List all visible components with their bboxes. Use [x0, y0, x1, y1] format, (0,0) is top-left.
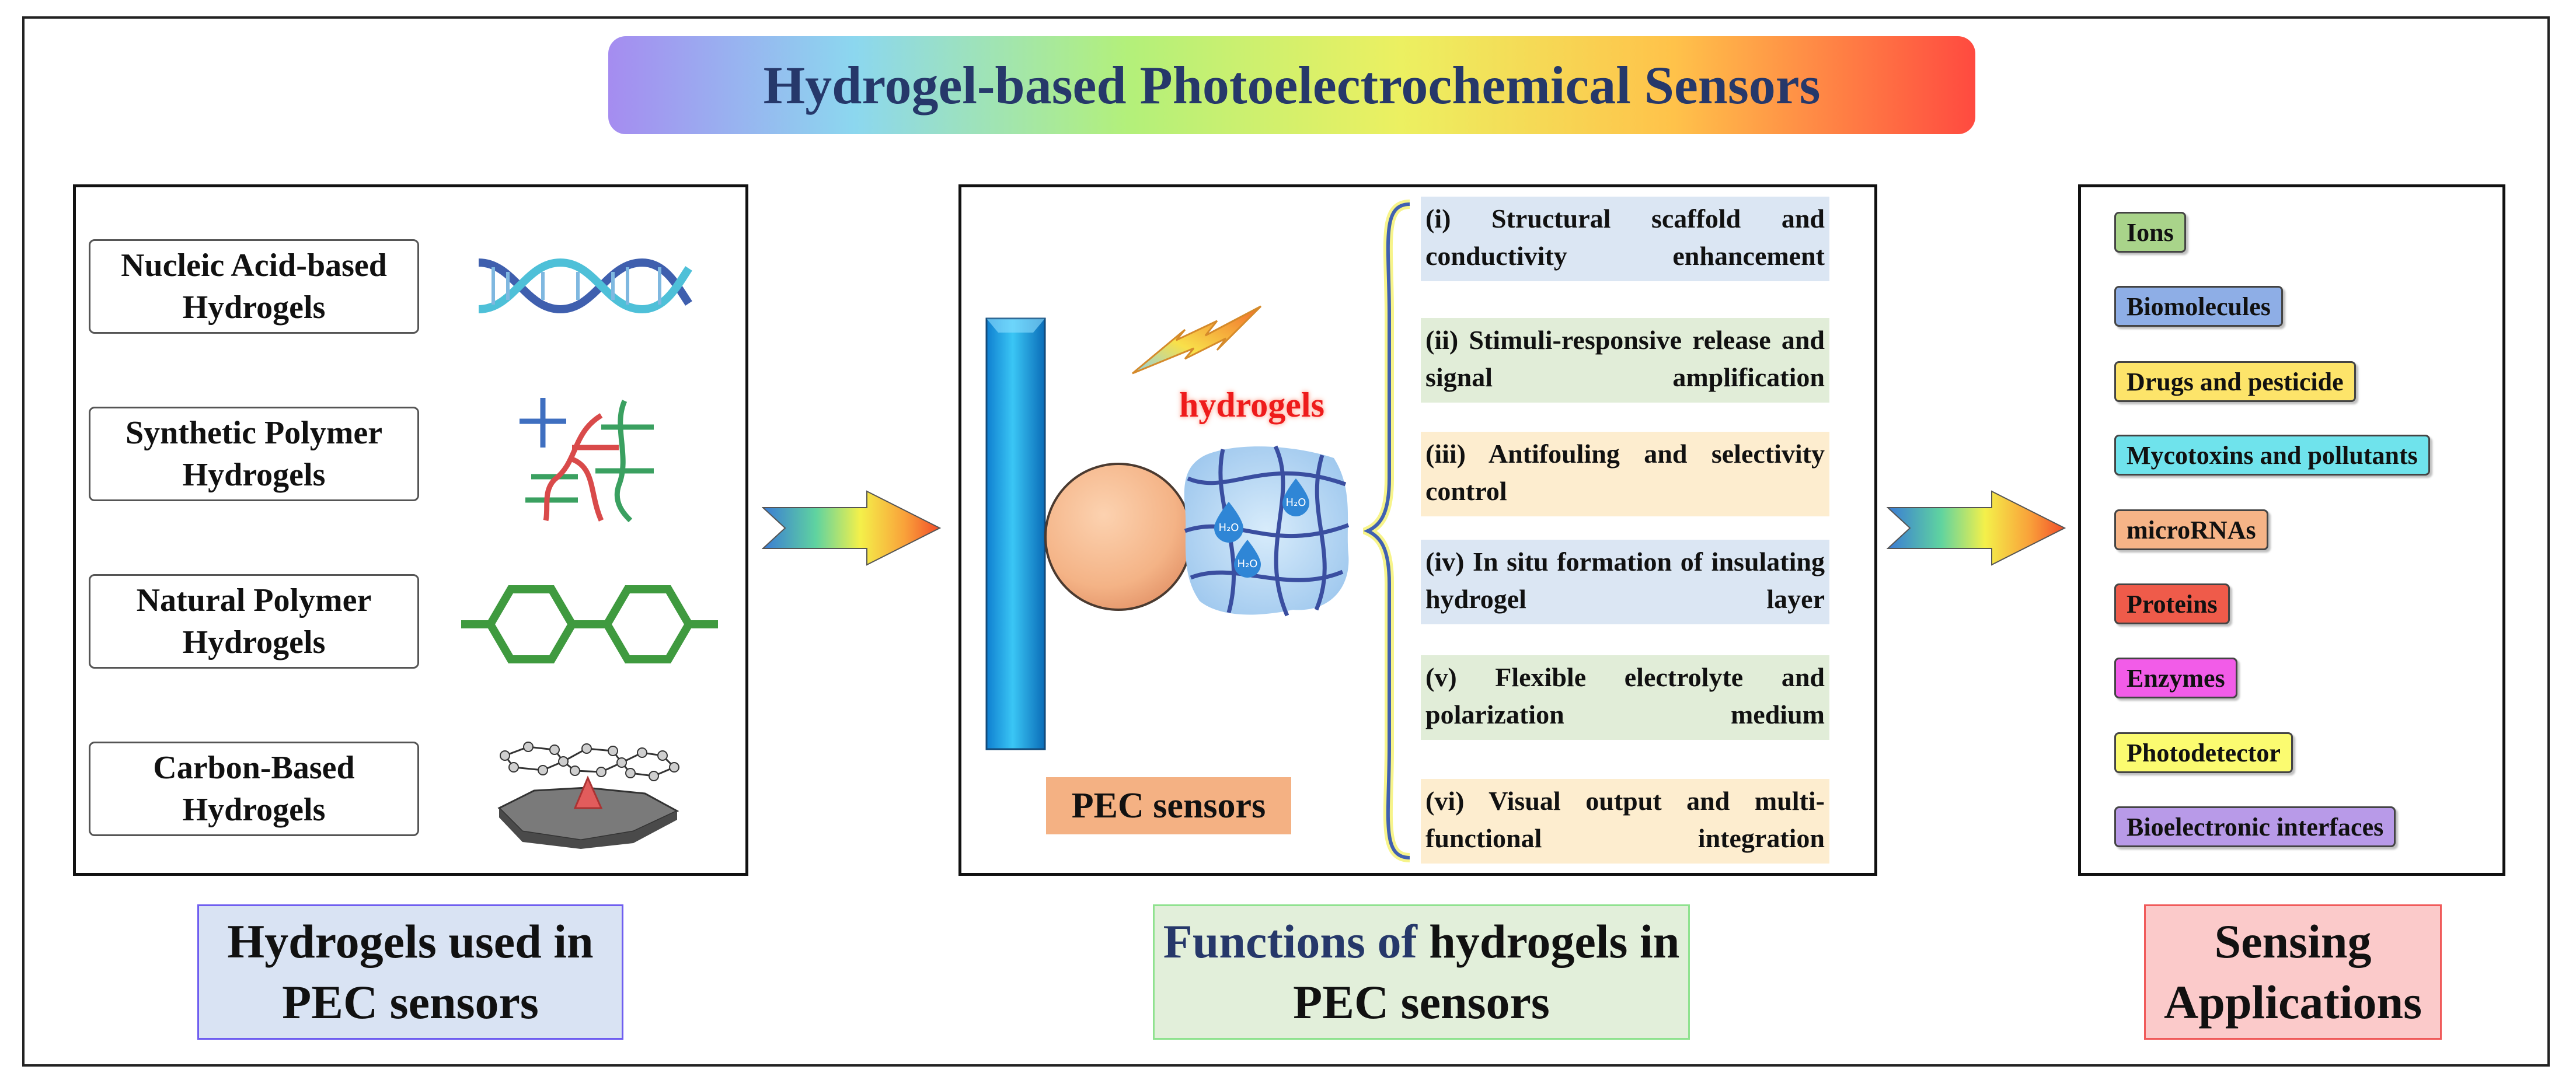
function-item: (iv) In situ formation of insulating hyd… — [1421, 540, 1829, 624]
dna-icon — [478, 258, 692, 314]
water-label: H₂O — [1219, 522, 1239, 534]
application-tag: Ions — [2114, 212, 2186, 253]
application-tag: Drugs and pesticide — [2114, 361, 2356, 402]
application-tag: Proteins — [2114, 583, 2230, 624]
function-item: (i) Structural scaffold and conductivity… — [1421, 197, 1829, 281]
hydrogel-types-panel — [73, 184, 748, 876]
gradient-arrow-icon — [762, 490, 942, 566]
curly-brace — [1363, 200, 1410, 862]
hydrogels-label: hydrogels — [1179, 386, 1324, 424]
water-label: H₂O — [1238, 558, 1258, 570]
caption-functions: Functions of hydrogels in PEC sensors — [1153, 904, 1690, 1040]
application-tag: Bioelectronic interfaces — [2114, 806, 2396, 847]
graphene-icon — [497, 742, 679, 849]
application-tag: Photodetector — [2114, 732, 2293, 773]
semiconductor-sphere — [1044, 463, 1193, 611]
hydrogel-type-label: Nucleic Acid-based Hydrogels — [89, 239, 419, 334]
hexagon-chain-icon — [461, 585, 718, 663]
function-item: (iii) Antifouling and selectivity contro… — [1421, 432, 1829, 516]
electrode-bar — [985, 317, 1046, 750]
application-tag: Biomolecules — [2114, 286, 2283, 327]
lightning-icon — [1132, 305, 1262, 375]
application-tag: microRNAs — [2114, 509, 2268, 550]
application-tag: Enzymes — [2114, 658, 2237, 698]
polymer-network-icon — [520, 398, 654, 523]
figure-frame — [22, 16, 2550, 1067]
caption-hydrogels-used: Hydrogels used in PEC sensors — [197, 904, 623, 1040]
application-tag: Mycotoxins and pollutants — [2114, 435, 2430, 476]
hydrogel-type-label: Synthetic Polymer Hydrogels — [89, 407, 419, 501]
function-item: (ii) Stimuli-responsive release and sign… — [1421, 318, 1829, 403]
title-banner: Hydrogel-based Photoelectrochemical Sens… — [608, 36, 1975, 134]
figure-title: Hydrogel-based Photoelectrochemical Sens… — [763, 55, 1821, 115]
hydrogel-type-label: Carbon-Based Hydrogels — [89, 742, 419, 836]
function-item: (v) Flexible electrolyte and polarizatio… — [1421, 655, 1829, 740]
hydrogel-network: H₂O H₂O H₂O — [1184, 445, 1350, 617]
pec-sensors-label: PEC sensors — [1046, 777, 1291, 834]
hydrogel-type-label: Natural Polymer Hydrogels — [89, 574, 419, 669]
caption-sensing-applications: Sensing Applications — [2144, 904, 2442, 1040]
gradient-arrow-icon — [1887, 490, 2066, 566]
water-label: H₂O — [1286, 497, 1306, 509]
function-item: (vi) Visual output and multi-functional … — [1421, 779, 1829, 864]
